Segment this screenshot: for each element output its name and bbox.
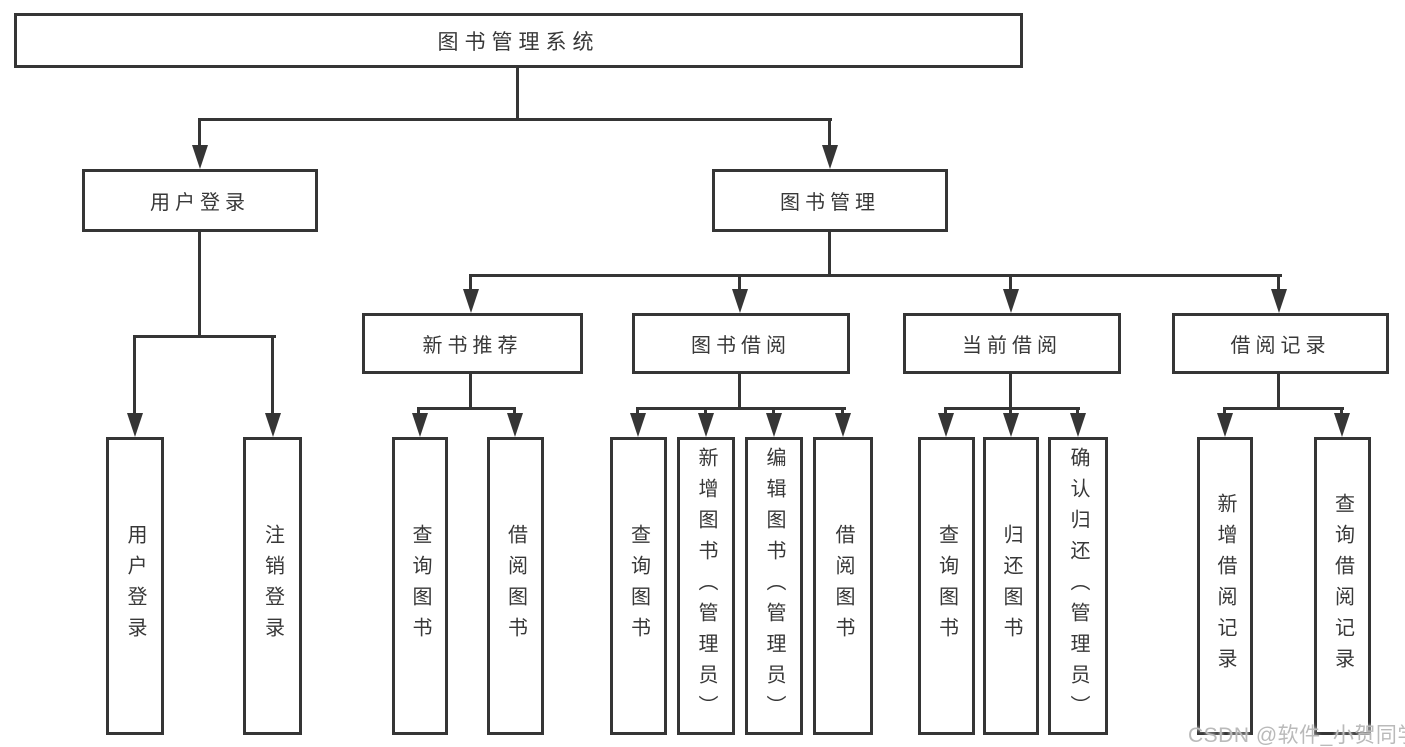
leaf-label: 查询图书	[409, 524, 431, 648]
arrow-down-icon	[507, 413, 523, 437]
connector-line	[636, 407, 846, 410]
node-book-borrowing: 图书借阅	[632, 313, 850, 374]
connector-line	[469, 274, 1282, 277]
connector-line	[198, 118, 201, 148]
node-library-management-system: 图书管理系统	[14, 13, 1023, 68]
leaf-label: 确认归还（管理员）	[1067, 446, 1089, 726]
arrow-down-icon	[463, 289, 479, 313]
connector-line	[828, 118, 831, 148]
node-label: 图书管理	[780, 192, 880, 214]
connector-line	[417, 407, 516, 410]
connector-line	[1340, 407, 1343, 417]
arrow-down-icon	[630, 413, 646, 437]
connector-line	[133, 335, 136, 416]
leaf-label: 借阅图书	[504, 524, 527, 648]
leaf-br-add-record: 新增借阅记录	[1197, 437, 1253, 735]
arrow-down-icon	[1271, 289, 1287, 313]
node-label: 图书借阅	[691, 335, 791, 357]
node-label: 借阅记录	[1230, 335, 1331, 357]
leaf-cb-confirm-return-admin: 确认归还（管理员）	[1048, 437, 1108, 735]
connector-line	[198, 232, 201, 338]
node-user-login: 用户登录	[82, 169, 318, 232]
leaf-label: 归还图书	[1000, 524, 1022, 648]
arrow-down-icon	[127, 413, 143, 437]
leaf-label: 查询借阅记录	[1331, 493, 1354, 679]
leaf-logout: 注销登录	[243, 437, 302, 735]
leaf-label: 新增借阅记录	[1214, 493, 1236, 679]
connector-line	[1009, 274, 1012, 292]
node-label: 用户登录	[150, 192, 250, 214]
leaf-bb-add-books-admin: 新增图书（管理员）	[677, 437, 735, 735]
node-new-book-recommendation: 新书推荐	[362, 313, 583, 374]
arrow-down-icon	[822, 145, 838, 169]
connector-line	[469, 374, 472, 410]
node-label: 当前借阅	[962, 335, 1062, 357]
arrow-down-icon	[698, 413, 714, 437]
arrow-down-icon	[732, 289, 748, 313]
leaf-label: 注销登录	[261, 524, 284, 648]
leaf-label: 查询图书	[627, 524, 650, 648]
leaf-nb-borrow-books: 借阅图书	[487, 437, 544, 735]
connector-line	[738, 374, 741, 410]
arrow-down-icon	[1334, 413, 1350, 437]
connector-line	[133, 335, 276, 338]
connector-line	[772, 407, 775, 417]
connector-line	[198, 118, 832, 121]
connector-line	[1223, 407, 1344, 410]
connector-line	[841, 407, 844, 417]
leaf-br-query-record: 查询借阅记录	[1314, 437, 1371, 735]
arrow-down-icon	[835, 413, 851, 437]
connector-line	[1076, 407, 1079, 417]
connector-line	[513, 407, 516, 417]
leaf-label: 查询图书	[935, 524, 958, 648]
arrow-down-icon	[766, 413, 782, 437]
arrow-down-icon	[1070, 413, 1086, 437]
node-borrowing-records: 借阅记录	[1172, 313, 1389, 374]
connector-line	[271, 335, 274, 416]
arrow-down-icon	[192, 145, 208, 169]
leaf-bb-edit-books-admin: 编辑图书（管理员）	[745, 437, 803, 735]
connector-line	[944, 407, 947, 417]
connector-line	[469, 274, 472, 292]
connector-line	[1277, 274, 1280, 292]
arrow-down-icon	[265, 413, 281, 437]
connector-line	[1223, 407, 1226, 417]
connector-line	[944, 407, 1080, 410]
leaf-label: 新增图书（管理员）	[695, 446, 717, 726]
connector-line	[828, 232, 831, 276]
leaf-label: 编辑图书（管理员）	[763, 446, 785, 726]
node-book-management: 图书管理	[712, 169, 948, 232]
leaf-label: 借阅图书	[832, 524, 854, 648]
node-label: 新书推荐	[422, 335, 523, 357]
connector-line	[1009, 407, 1012, 417]
arrow-down-icon	[412, 413, 428, 437]
arrow-down-icon	[1003, 289, 1019, 313]
leaf-user-login: 用户登录	[106, 437, 164, 735]
node-label: 图书管理系统	[437, 30, 600, 54]
arrow-down-icon	[1217, 413, 1233, 437]
leaf-cb-query-books: 查询图书	[918, 437, 975, 735]
leaf-label: 用户登录	[124, 524, 146, 648]
connector-line	[1277, 374, 1280, 410]
leaf-bb-borrow-books: 借阅图书	[813, 437, 873, 735]
connector-line	[738, 274, 741, 292]
connector-line	[704, 407, 707, 417]
connector-line	[417, 407, 420, 417]
watermark: CSDN @软件_小贺同学	[1188, 724, 1405, 747]
arrow-down-icon	[938, 413, 954, 437]
connector-line	[1009, 374, 1012, 410]
arrow-down-icon	[1003, 413, 1019, 437]
leaf-bb-query-books: 查询图书	[610, 437, 667, 735]
connector-line	[636, 407, 639, 417]
node-current-borrowing: 当前借阅	[903, 313, 1121, 374]
leaf-nb-query-books: 查询图书	[392, 437, 448, 735]
leaf-cb-return-books: 归还图书	[983, 437, 1039, 735]
connector-line	[516, 68, 519, 120]
